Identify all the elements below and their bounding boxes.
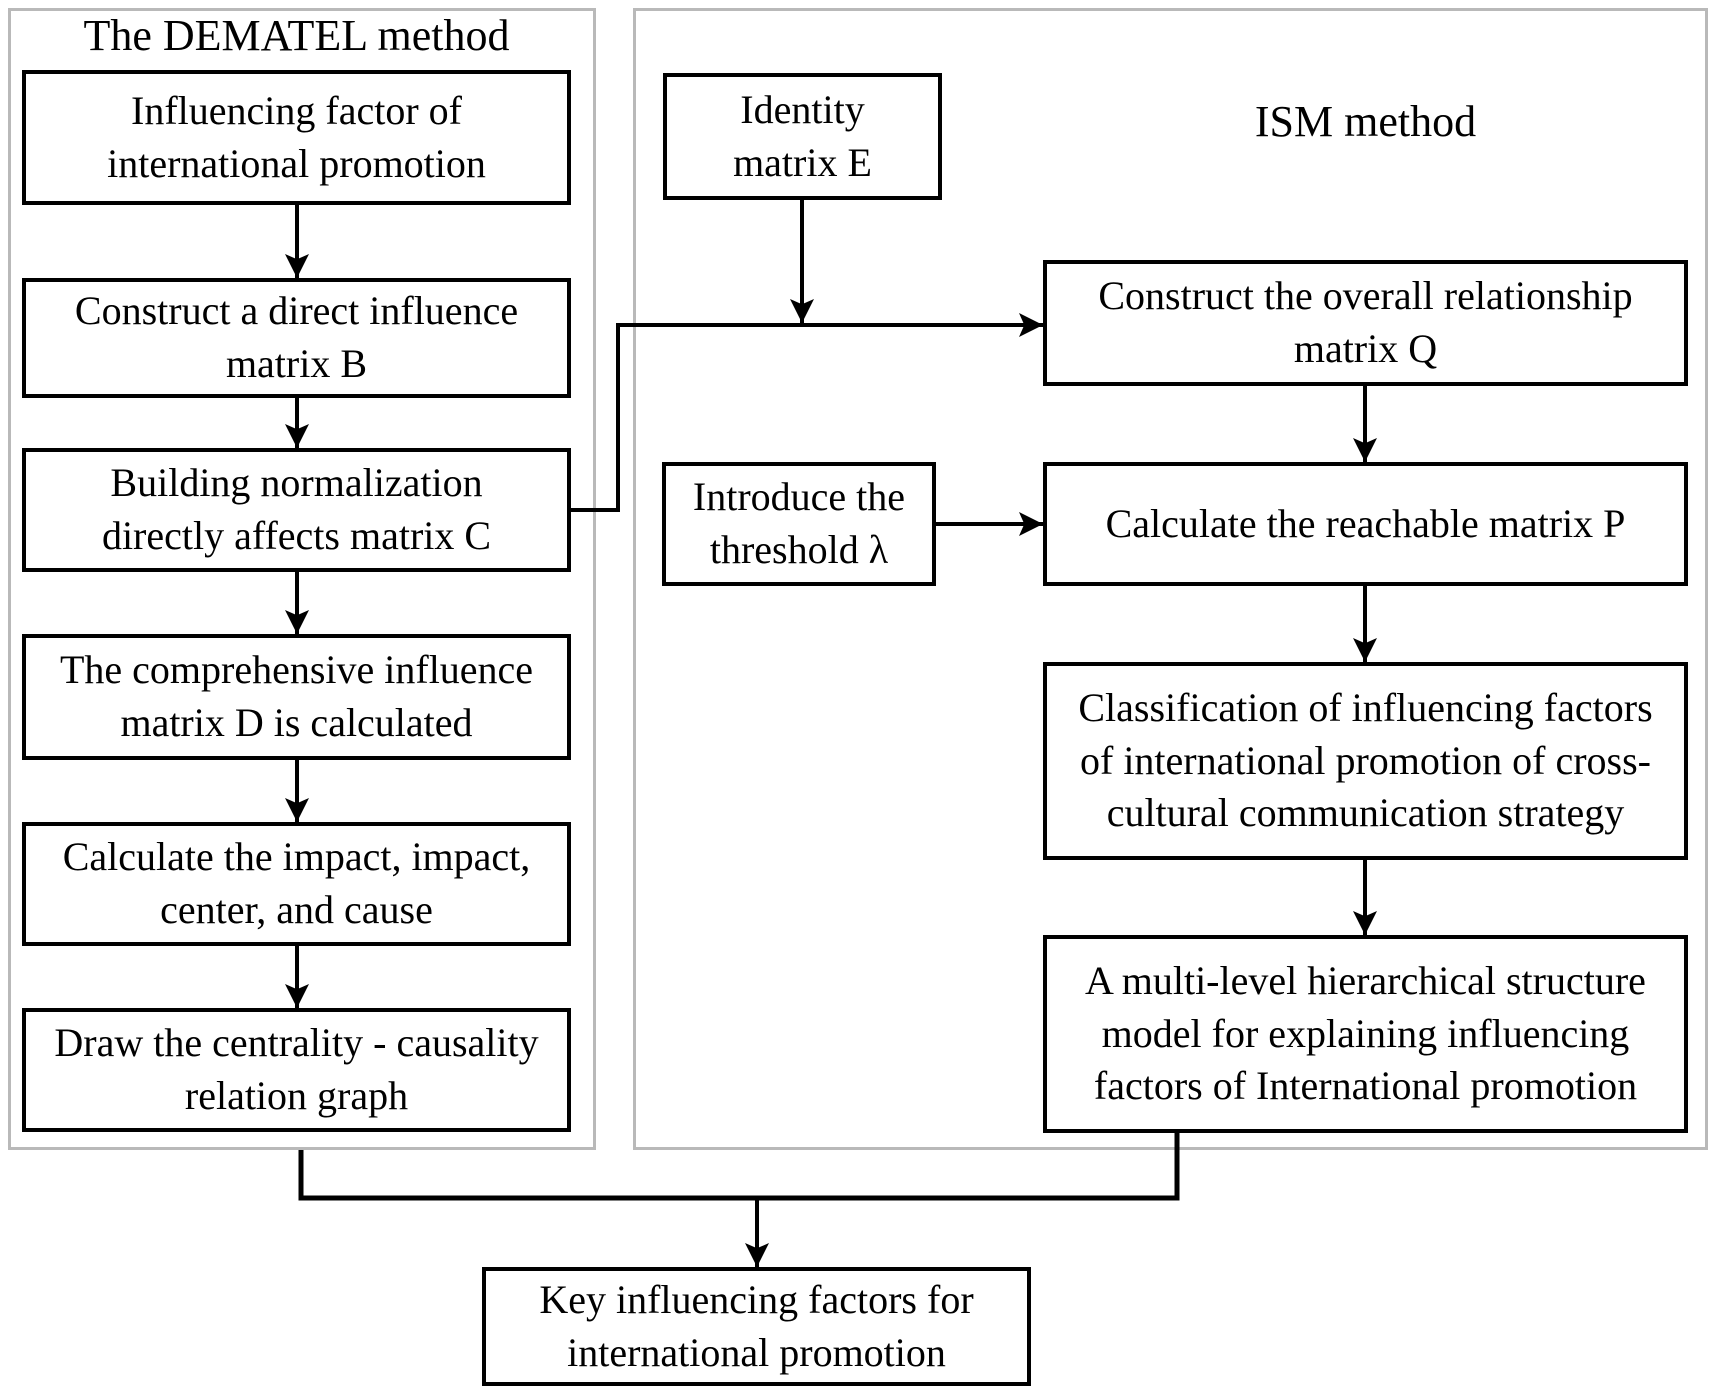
merge-connector-line xyxy=(298,1133,1180,1201)
box-overall-relationship-matrix-q: Construct the overall relationship matri… xyxy=(1043,260,1688,386)
box-introduce-threshold: Introduce the threshold λ xyxy=(662,462,936,586)
box-influencing-factor: Influencing factor of international prom… xyxy=(22,70,571,205)
box-calculate-impact-center-cause: Calculate the impact, impact, center, an… xyxy=(22,822,571,946)
box-comprehensive-influence-matrix-d: The comprehensive influence matrix D is … xyxy=(22,634,571,760)
arrow-matrix-c-to-matrix-q xyxy=(571,313,1043,512)
box-normalization-matrix-c: Building normalization directly affects … xyxy=(22,448,571,572)
box-key-influencing-factors: Key influencing factors for internationa… xyxy=(482,1267,1031,1386)
box-direct-influence-matrix-b: Construct a direct influence matrix B xyxy=(22,278,571,398)
box-hierarchical-structure-model: A multi-level hierarchical structure mod… xyxy=(1043,935,1688,1133)
dematel-panel-title: The DEMATEL method xyxy=(83,11,510,60)
ism-panel-title: ISM method xyxy=(1254,97,1477,146)
box-centrality-causality-graph: Draw the centrality - causality relation… xyxy=(22,1008,571,1132)
box-identity-matrix-e: Identity matrix E xyxy=(663,73,942,200)
box-classification-influencing-factors: Classification of influencing factors of… xyxy=(1043,662,1688,860)
box-reachable-matrix-p: Calculate the reachable matrix P xyxy=(1043,462,1688,586)
